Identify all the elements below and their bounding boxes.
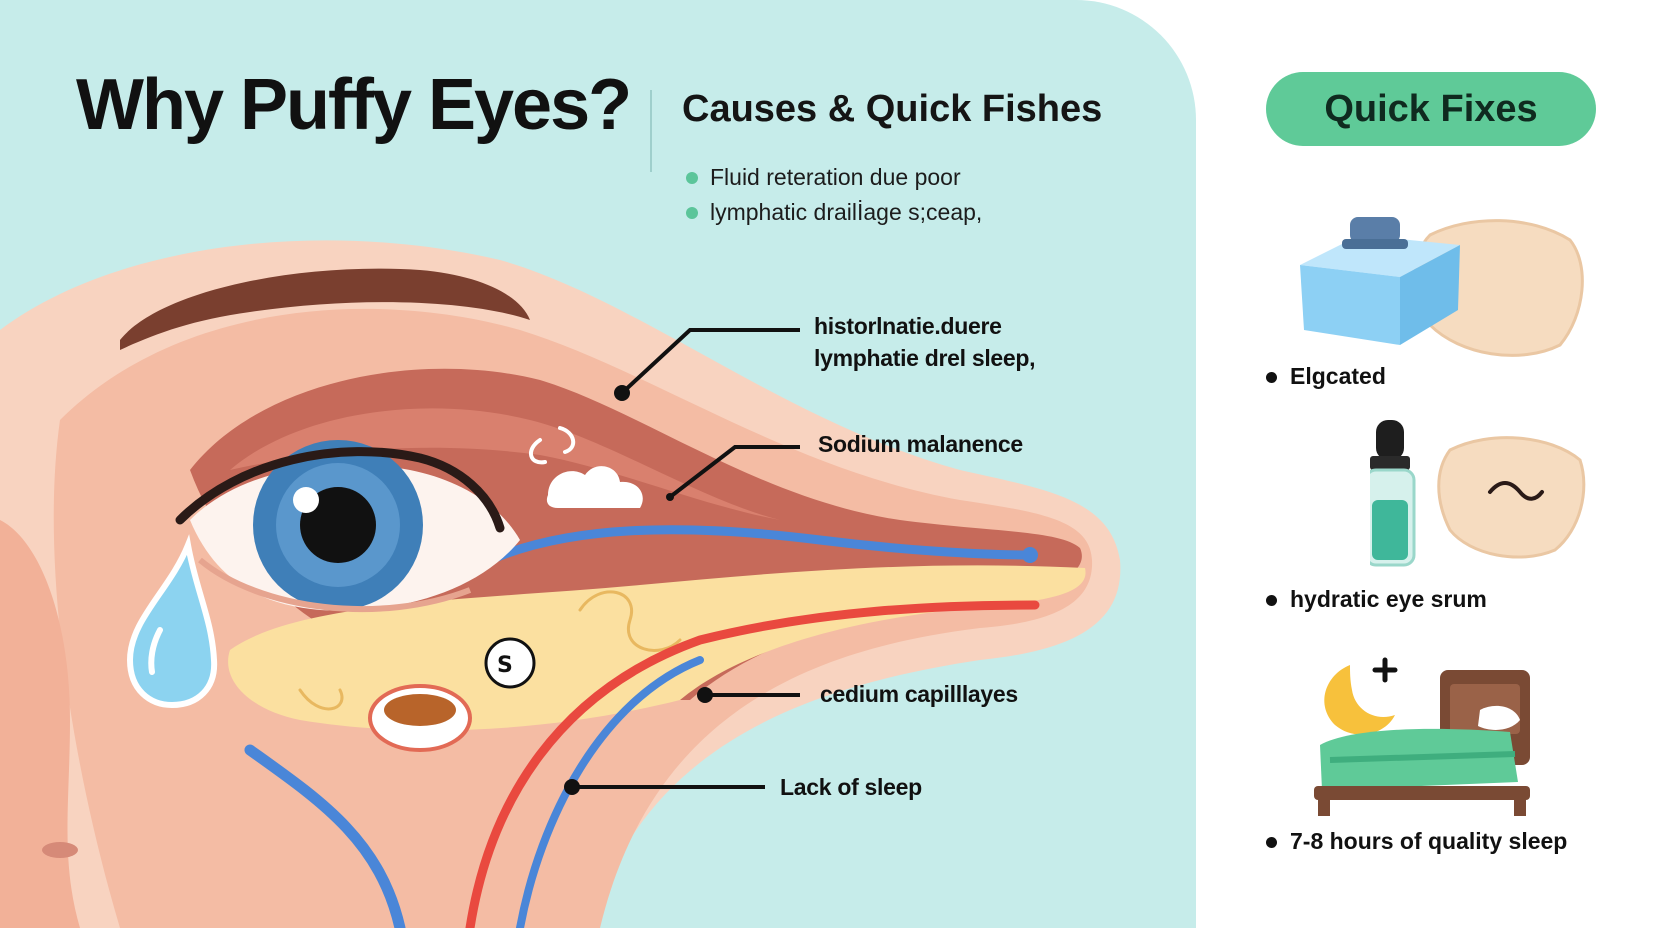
vein-lower [244, 744, 406, 928]
fix-label-cold-compress: Elgcated [1266, 363, 1386, 390]
callout-sodium: Sodium malanence [818, 431, 1023, 457]
bed-blanket-stripe [1329, 751, 1516, 763]
ice-cube-front [1300, 265, 1400, 345]
nose-side [0, 520, 80, 928]
callout-histamine-line2: lymphatie drel sleep, [814, 345, 1036, 371]
steam-lines [529, 426, 576, 465]
bed-frame [1314, 786, 1530, 800]
serum-liquid [1372, 500, 1408, 560]
page-title: Why Puffy Eyes? [76, 65, 632, 145]
bed-leg-right [1514, 798, 1526, 816]
leader-histamine [620, 328, 800, 395]
cause-item: Fluid reteration due poor [684, 160, 982, 195]
callout-histamine: historlnatie.duere lymphatie drel sleep, [814, 310, 1036, 374]
eyebrow [120, 268, 530, 350]
ice-cube-top [1300, 235, 1460, 277]
eye-glint [293, 487, 319, 513]
sleepy-cloud-icon [546, 466, 643, 508]
bed-leg-left [1318, 798, 1330, 816]
dropper-bulb [1376, 420, 1404, 460]
artery [465, 600, 1040, 928]
causes-list: Fluid reteration due poor lymphatic drai… [684, 160, 982, 230]
diagram-panel: S Why Puffy Eyes? Causes & Quick Fishes … [0, 0, 1196, 928]
serum-dropper-pillow-icon [1370, 420, 1586, 567]
callout-histamine-line1: historlnatie.duere [814, 313, 1002, 339]
page-subtitle: Causes & Quick Fishes [682, 88, 1103, 130]
nostril [42, 842, 78, 858]
eye-anatomy-diagram: S [0, 240, 1121, 928]
tear-highlight [148, 627, 163, 675]
fix-label-quality-sleep: 7-8 hours of quality sleep [1266, 828, 1567, 855]
moon-icon [1324, 665, 1395, 735]
fix-label-eye-serum: hydratic eye srum [1266, 586, 1487, 613]
salt-glyph: S [497, 653, 513, 678]
leader-dot-sodium [666, 493, 674, 501]
title-divider [650, 90, 652, 172]
upper-eyelid [175, 447, 505, 533]
callout-leaders [572, 328, 800, 789]
pupil [300, 487, 376, 563]
pillow-wave [1488, 481, 1544, 501]
muscle-highlight [230, 408, 780, 520]
leader-dot-capillaries [697, 687, 713, 703]
lower-eyelid [198, 557, 472, 613]
callout-capillaries: cedium capilllayes [820, 681, 1018, 707]
vein-upper [465, 525, 1035, 575]
ice-cube-pillow-icon [1300, 217, 1584, 357]
food-content [384, 694, 456, 726]
callout-sleep: Lack of sleep [780, 774, 922, 800]
vein-branch [516, 656, 704, 928]
sparkle-icon [1372, 657, 1398, 683]
quick-fixes-badge: Quick Fixes [1266, 72, 1596, 146]
moon-bed-icon [1314, 657, 1530, 816]
leader-sodium [668, 445, 800, 499]
dropper-collar [1370, 456, 1410, 470]
ice-cap [1350, 217, 1400, 243]
salt-icon [484, 637, 536, 689]
bed-pillow [1478, 705, 1520, 730]
fat-squiggle-2 [298, 688, 344, 711]
vein-end [1022, 547, 1038, 563]
ice-cap-base [1342, 239, 1408, 249]
ice-cube-side [1400, 245, 1460, 345]
cause-item: lymphatic drailİage s;ceap, [684, 195, 982, 230]
fat-squiggle-1 [578, 590, 682, 652]
pillow-shape [1437, 436, 1586, 559]
leader-dot-histamine [614, 385, 630, 401]
leader-dot-sleep [564, 779, 580, 795]
